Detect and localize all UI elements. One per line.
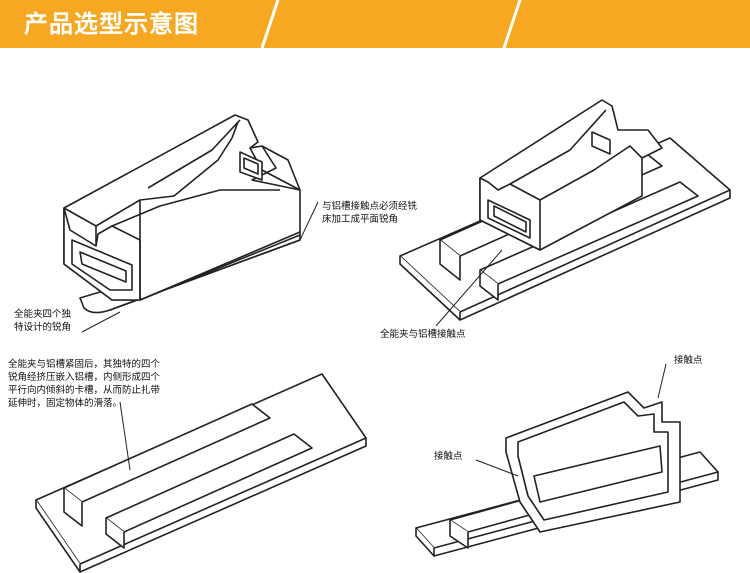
annotation-clamp-rail-contact: 全能夹与铝槽接触点 <box>380 329 466 340</box>
annotation-contact-point-top: 接触点 <box>674 355 703 366</box>
cross-section-drawing <box>415 363 719 557</box>
page-title: 产品选型示意图 <box>24 10 199 38</box>
annotation-contact-point-left: 接触点 <box>434 451 463 462</box>
annotation-rail-description: 全能夹与铝槽紧固后，其独特的四个 锐角经挤压嵌入铝槽，内侧形成四个 平行向内倾斜… <box>8 359 161 409</box>
rail-drawing <box>35 373 367 573</box>
diagram-clamp-perspective: 与铝槽接触点必须经铣 床加工成平面锐角 全能夹四个独 特设计的锐角 <box>0 50 417 350</box>
annotation-contact-point-milling: 与铝槽接触点必须经铣 床加工成平面锐角 <box>322 201 418 225</box>
header-banner: 产品选型示意图 <box>0 0 750 48</box>
clamp-drawing <box>63 114 319 333</box>
diagram-clamp-cross-section: 接触点 接触点 <box>400 352 750 573</box>
header-banner-shape <box>0 0 750 48</box>
diagram-clamp-on-rail: 全能夹与铝槽接触点 <box>380 50 750 350</box>
annotation-four-sharp-corners: 全能夹四个独 特设计的锐角 <box>14 309 72 333</box>
diagram-aluminium-rail: 全能夹与铝槽紧固后，其独特的四个 锐角经挤压嵌入铝槽，内侧形成四个 平行向内倾斜… <box>0 352 400 573</box>
clamp-on-rail-drawing <box>399 99 731 327</box>
